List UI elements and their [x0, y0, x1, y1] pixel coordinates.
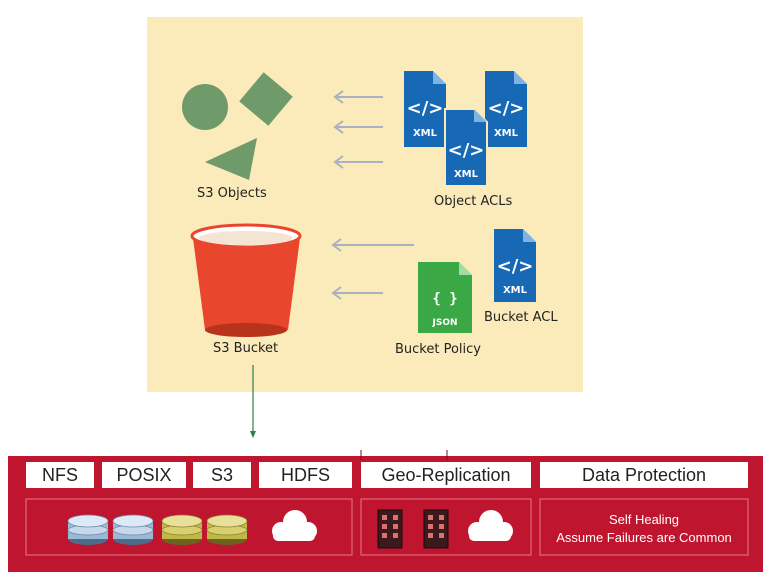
xml-text: XML	[494, 128, 519, 139]
s3-bucket-icon	[190, 223, 302, 337]
data-protection-label: Data Protection	[540, 462, 748, 488]
disk-icon-blue-1	[67, 514, 109, 545]
json-doc-icon: { } JSON	[418, 262, 472, 333]
s3-bucket-label: S3 Bucket	[213, 341, 279, 356]
disk-icon-gold-2	[206, 514, 248, 545]
connector-arrow	[250, 365, 256, 438]
bucket-arrows	[331, 238, 414, 300]
s3-objects-icon	[182, 72, 293, 180]
object-acls-label: Object ACLs	[434, 194, 513, 209]
xml-doc-icon-1: </> XML	[404, 71, 446, 147]
xml-text: XML	[413, 128, 438, 139]
geo-replication-label: Geo-Replication	[361, 462, 531, 488]
json-text: JSON	[431, 318, 457, 328]
protocol-box	[25, 498, 353, 556]
tab-posix: POSIX	[102, 462, 186, 488]
building-icon	[377, 509, 403, 549]
s3-objects-label: S3 Objects	[197, 186, 267, 201]
code-glyph: </>	[488, 98, 525, 119]
object-acl-arrows	[333, 90, 383, 169]
bucket-policy-label: Bucket Policy	[395, 342, 481, 357]
self-healing-label: Self Healing	[608, 512, 680, 527]
xml-text: XML	[503, 285, 528, 296]
building-icon	[423, 509, 449, 549]
cloud-icon	[468, 510, 513, 541]
tab-nfs: NFS	[26, 462, 94, 488]
cloud-icon	[272, 510, 317, 541]
code-glyph: </>	[448, 140, 485, 161]
bucket-acl-label: Bucket ACL	[484, 310, 558, 325]
disk-icon-blue-2	[112, 514, 154, 545]
code-glyph: </>	[497, 256, 534, 277]
code-glyph: </>	[407, 98, 444, 119]
xml-doc-icon-2: </> XML	[485, 71, 527, 147]
protection-box	[539, 498, 749, 556]
xml-doc-icon-3: </> XML	[444, 108, 488, 187]
disk-icon-gold-1	[161, 514, 203, 545]
s3-concept-panel	[147, 17, 583, 392]
geo-box	[360, 498, 532, 556]
brace-glyph: { }	[432, 291, 457, 307]
assume-failures-label: Assume Failures are Common	[556, 530, 732, 545]
bucket-acl-xml-icon: </> XML	[494, 229, 536, 302]
tab-hdfs: HDFS	[259, 462, 352, 488]
tab-s3: S3	[193, 462, 251, 488]
xml-text: XML	[454, 169, 479, 180]
